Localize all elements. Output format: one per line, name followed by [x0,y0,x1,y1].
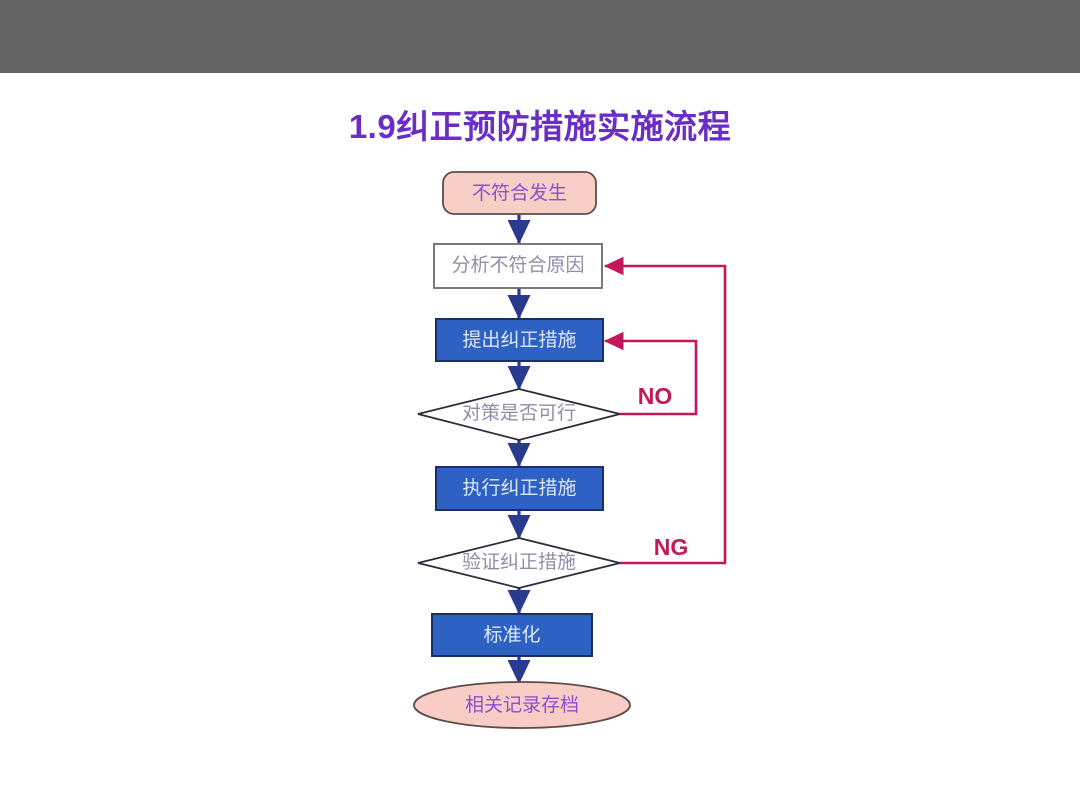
edge-label-ng: NG [654,534,689,560]
node-execute[interactable]: 执行纠正措施 [435,466,604,511]
node-analyze-shape [433,243,603,289]
node-analyze-label: 分析不符合原因 [451,254,584,276]
page-title: 1.9纠正预防措施实施流程 [348,108,732,145]
node-feasible[interactable]: 对策是否可行 [417,388,621,441]
node-standardize[interactable]: 标准化 [431,613,593,657]
node-standardize-shape [431,613,593,657]
node-propose-label: 提出纠正措施 [462,329,576,351]
node-start[interactable]: 不符合发生 [442,171,597,215]
node-propose-shape [435,318,604,362]
node-archive[interactable]: 相关记录存档 [413,681,631,729]
node-archive-shape [413,681,631,729]
node-start-label: 不符合发生 [472,182,567,204]
node-verify[interactable]: 验证纠正措施 [417,537,621,589]
node-propose[interactable]: 提出纠正措施 [435,318,604,362]
node-start-shape [442,171,597,215]
edge-no-loop [603,331,698,416]
node-standardize-label: 标准化 [483,624,540,646]
top-banner [0,0,1080,73]
node-archive-label: 相关记录存档 [465,694,579,716]
node-execute-label: 执行纠正措施 [462,477,576,499]
node-analyze[interactable]: 分析不符合原因 [433,243,603,289]
node-verify-label: 验证纠正措施 [462,551,576,573]
node-feasible-label: 对策是否可行 [462,402,576,424]
edge-ng-loop [603,256,727,565]
node-verify-shape [417,537,621,589]
edge-label-no: NO [638,383,673,409]
node-feasible-shape [417,388,621,441]
node-execute-shape [435,466,604,511]
